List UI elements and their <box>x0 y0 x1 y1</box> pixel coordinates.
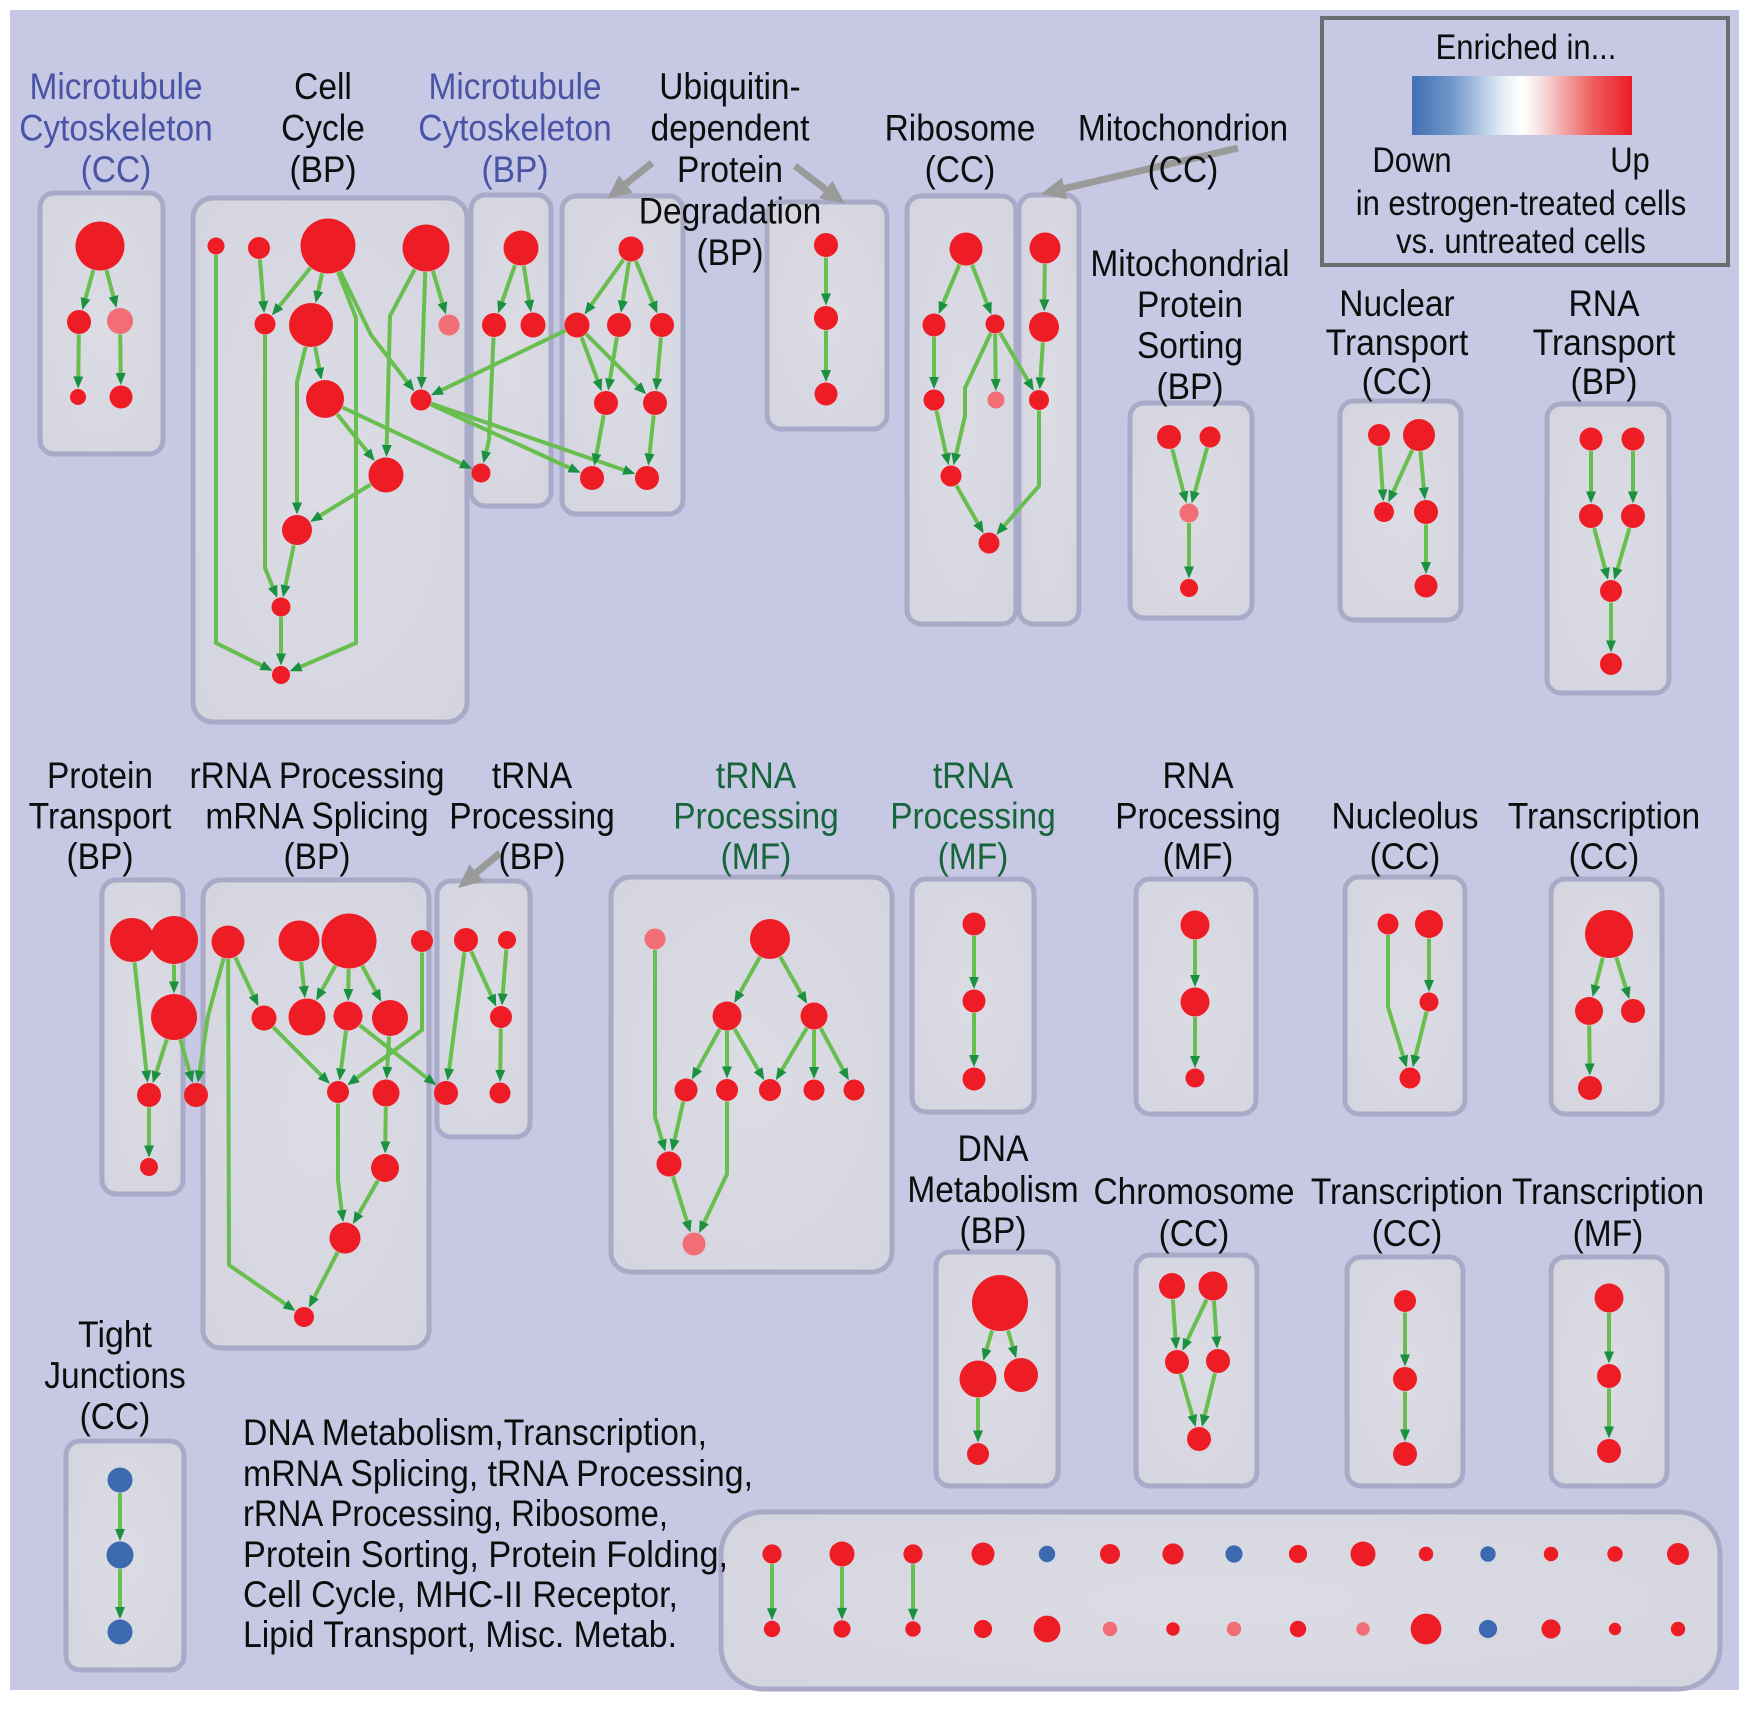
svg-text:Protein Sorting, Protein Foldi: Protein Sorting, Protein Folding, <box>243 1534 728 1575</box>
svg-text:Transport: Transport <box>29 796 172 837</box>
svg-text:vs. untreated cells: vs. untreated cells <box>1396 222 1646 261</box>
svg-text:Processing: Processing <box>673 796 839 837</box>
svg-text:Transcription: Transcription <box>1311 1171 1503 1212</box>
svg-text:Nucleolus: Nucleolus <box>1332 796 1479 837</box>
svg-text:Microtubule: Microtubule <box>29 66 202 107</box>
svg-text:(CC): (CC) <box>1148 149 1219 190</box>
svg-text:Cytoskeleton: Cytoskeleton <box>19 108 213 149</box>
svg-text:Ribosome: Ribosome <box>885 108 1036 149</box>
svg-text:Ubiquitin-: Ubiquitin- <box>659 66 800 107</box>
svg-text:(BP): (BP) <box>482 149 549 190</box>
svg-text:(BP): (BP) <box>499 836 566 877</box>
svg-text:Lipid Transport, Misc. Metab.: Lipid Transport, Misc. Metab. <box>243 1614 677 1655</box>
svg-text:(CC): (CC) <box>1569 836 1640 877</box>
svg-text:(BP): (BP) <box>1157 366 1224 407</box>
svg-text:Processing: Processing <box>1115 796 1281 837</box>
svg-text:Microtubule: Microtubule <box>428 66 601 107</box>
svg-text:tRNA: tRNA <box>492 755 573 796</box>
svg-text:Transport: Transport <box>1326 322 1469 363</box>
svg-text:(CC): (CC) <box>1370 836 1441 877</box>
svg-text:Transcription: Transcription <box>1508 796 1700 837</box>
svg-text:(MF): (MF) <box>721 836 792 877</box>
svg-text:(BP): (BP) <box>67 836 134 877</box>
svg-text:mRNA Splicing, tRNA Processing: mRNA Splicing, tRNA Processing, <box>243 1453 753 1494</box>
svg-text:Transcription: Transcription <box>1512 1171 1704 1212</box>
svg-text:(BP): (BP) <box>284 836 351 877</box>
svg-text:Protein: Protein <box>1137 284 1243 325</box>
svg-text:Degradation: Degradation <box>639 191 821 232</box>
svg-text:Up: Up <box>1610 141 1650 180</box>
svg-text:Down: Down <box>1372 141 1451 180</box>
svg-text:(BP): (BP) <box>960 1210 1027 1251</box>
svg-text:Junctions: Junctions <box>44 1355 186 1396</box>
svg-text:(MF): (MF) <box>938 836 1009 877</box>
svg-text:Protein: Protein <box>677 149 783 190</box>
svg-text:Chromosome: Chromosome <box>1094 1171 1295 1212</box>
svg-text:Protein: Protein <box>47 755 153 796</box>
svg-text:Cell: Cell <box>294 66 352 107</box>
svg-text:(CC): (CC) <box>1372 1213 1443 1254</box>
svg-text:in estrogen-treated cells: in estrogen-treated cells <box>1356 184 1687 223</box>
svg-text:Mitochondrion: Mitochondrion <box>1078 108 1288 149</box>
svg-text:(BP): (BP) <box>1571 361 1638 402</box>
svg-text:(CC): (CC) <box>80 1396 151 1437</box>
svg-text:Tight: Tight <box>78 1314 153 1355</box>
svg-text:DNA: DNA <box>958 1128 1029 1169</box>
svg-text:DNA Metabolism,Transcription,: DNA Metabolism,Transcription, <box>243 1412 707 1453</box>
svg-text:Sorting: Sorting <box>1137 325 1243 366</box>
svg-text:RNA: RNA <box>1163 755 1234 796</box>
svg-text:(BP): (BP) <box>290 149 357 190</box>
svg-text:mRNA Splicing: mRNA Splicing <box>205 796 428 837</box>
svg-text:(CC): (CC) <box>925 149 996 190</box>
svg-text:RNA: RNA <box>1569 283 1640 324</box>
svg-text:tRNA: tRNA <box>933 755 1014 796</box>
svg-text:rRNA Processing, Ribosome,: rRNA Processing, Ribosome, <box>243 1493 668 1534</box>
svg-text:Enriched in...: Enriched in... <box>1436 28 1617 67</box>
svg-text:Processing: Processing <box>449 796 615 837</box>
svg-text:Nuclear: Nuclear <box>1339 283 1454 324</box>
svg-text:(MF): (MF) <box>1163 836 1234 877</box>
svg-text:(CC): (CC) <box>81 149 152 190</box>
svg-text:dependent: dependent <box>651 108 811 149</box>
svg-text:Mitochondrial: Mitochondrial <box>1090 243 1289 284</box>
svg-text:Processing: Processing <box>890 796 1056 837</box>
svg-text:Cytoskeleton: Cytoskeleton <box>418 108 612 149</box>
svg-text:rRNA Processing: rRNA Processing <box>190 755 445 796</box>
svg-text:(MF): (MF) <box>1573 1213 1644 1254</box>
svg-text:(BP): (BP) <box>697 232 764 273</box>
svg-text:Cycle: Cycle <box>281 108 365 149</box>
svg-text:Transport: Transport <box>1533 322 1676 363</box>
svg-text:Metabolism: Metabolism <box>907 1169 1078 1210</box>
svg-text:(CC): (CC) <box>1159 1213 1230 1254</box>
svg-text:tRNA: tRNA <box>716 755 797 796</box>
svg-text:(CC): (CC) <box>1362 361 1433 402</box>
svg-text:Cell Cycle, MHC-II Receptor,: Cell Cycle, MHC-II Receptor, <box>243 1574 678 1615</box>
